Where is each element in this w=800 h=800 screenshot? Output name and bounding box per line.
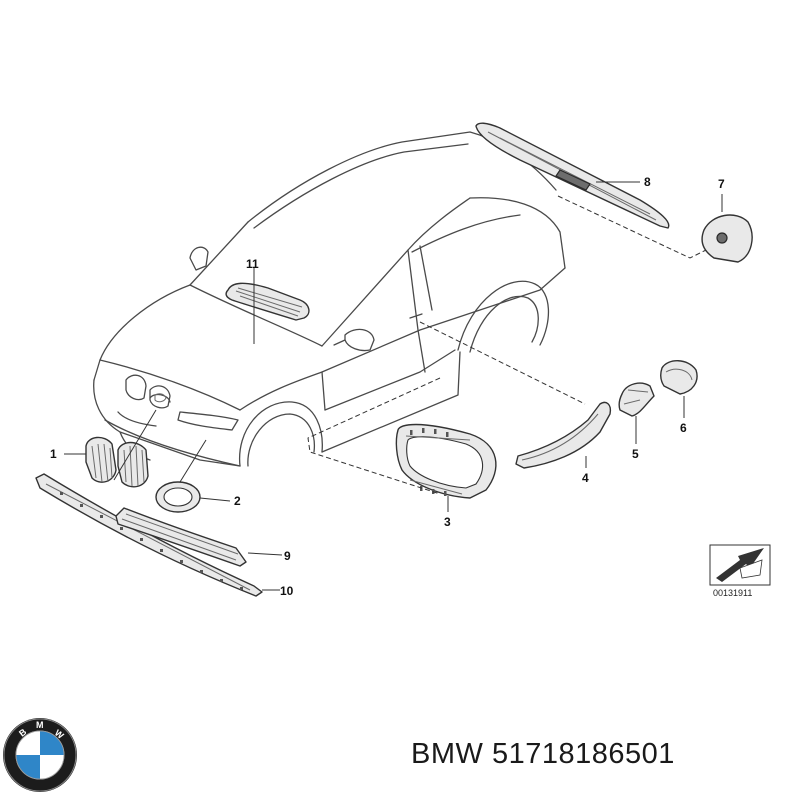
part-11-hood-scoop bbox=[225, 282, 310, 321]
part-6-cap bbox=[659, 360, 698, 395]
reference-box: 00131911 bbox=[709, 544, 771, 598]
callout-2: 2 bbox=[234, 494, 241, 508]
part-5-cover bbox=[618, 382, 655, 417]
svg-text:B: B bbox=[17, 726, 29, 738]
callout-9: 9 bbox=[284, 549, 291, 563]
leader-lines bbox=[64, 181, 723, 591]
part-3-mirror-frame bbox=[395, 423, 497, 499]
part-2-trim-ring bbox=[155, 481, 201, 513]
caption-part-number: 51718186501 bbox=[491, 738, 675, 770]
callout-3: 3 bbox=[444, 515, 451, 529]
part-8-rear-strip bbox=[475, 122, 670, 229]
reference-code: 00131911 bbox=[713, 588, 752, 598]
part-9-trim-strip bbox=[115, 507, 247, 567]
part-4-handle bbox=[515, 401, 612, 469]
part-caption: BMW 51718186501 bbox=[411, 738, 675, 771]
svg-text:M: M bbox=[36, 720, 44, 730]
callout-6: 6 bbox=[680, 421, 687, 435]
caption-brand: BMW bbox=[411, 738, 484, 770]
callout-11: 11 bbox=[246, 257, 259, 271]
bmw-logo: B M W bbox=[3, 718, 77, 792]
part-7-badge bbox=[701, 214, 753, 263]
callout-8: 8 bbox=[644, 175, 651, 189]
callout-7: 7 bbox=[718, 177, 725, 191]
callout-1: 1 bbox=[50, 447, 57, 461]
callout-4: 4 bbox=[582, 471, 589, 485]
part-1-kidney-grille bbox=[85, 436, 149, 488]
car-outline bbox=[93, 131, 566, 467]
callout-10: 10 bbox=[280, 584, 294, 598]
callout-numbers: 1 2 3 4 5 6 7 8 9 10 11 bbox=[50, 175, 725, 598]
callout-5: 5 bbox=[632, 447, 639, 461]
